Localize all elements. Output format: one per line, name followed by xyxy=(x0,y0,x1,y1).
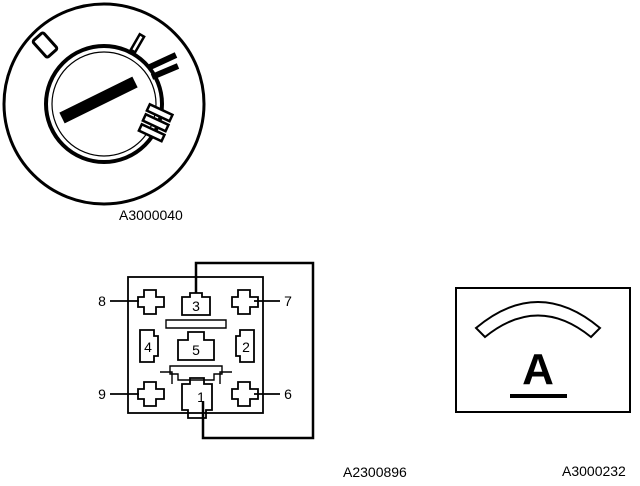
terminal-5 xyxy=(177,331,215,361)
indicator-arc xyxy=(474,301,602,339)
indicator-symbol: A xyxy=(522,345,554,394)
terminal-8 xyxy=(137,289,165,315)
pin-label-2: 2 xyxy=(242,339,250,355)
switch-pointer xyxy=(59,76,138,124)
caption-indicator: A3000232 xyxy=(562,463,626,479)
connector-diagram xyxy=(110,261,315,440)
wire-loop xyxy=(194,261,315,440)
terminal-9 xyxy=(137,381,165,407)
switch-knob xyxy=(51,51,157,157)
terminal-2 xyxy=(235,329,255,363)
position-mark-2 xyxy=(148,52,180,80)
position-mark-0 xyxy=(31,31,59,59)
terminal-1 xyxy=(181,377,213,419)
pin-labels: 3 4 5 2 1 8 7 9 6 xyxy=(98,293,292,405)
rotary-switch xyxy=(2,2,206,206)
position-mark-1 xyxy=(129,32,146,55)
pin-label-7: 7 xyxy=(284,293,292,309)
terminal-7 xyxy=(231,289,259,315)
pin-label-6: 6 xyxy=(284,386,292,402)
caption-connector: A2300896 xyxy=(343,464,407,480)
pin-label-1: 1 xyxy=(197,389,205,405)
caption-switch: A3000040 xyxy=(119,207,183,223)
pin-label-5: 5 xyxy=(192,342,200,358)
pin-label-9: 9 xyxy=(98,386,106,402)
terminal-3 xyxy=(181,292,211,316)
indicator-frame xyxy=(455,287,631,413)
indicator-panel: A xyxy=(455,287,631,413)
internal-bus-top xyxy=(165,319,227,329)
pin-label-8: 8 xyxy=(98,293,106,309)
terminal-6 xyxy=(231,381,259,407)
pin-label-4: 4 xyxy=(144,339,152,355)
internal-links xyxy=(160,371,232,384)
switch-knob-bezel xyxy=(44,44,164,164)
position-mark-3 xyxy=(137,102,175,143)
pin-label-3: 3 xyxy=(192,298,200,314)
terminal-4 xyxy=(139,329,159,363)
